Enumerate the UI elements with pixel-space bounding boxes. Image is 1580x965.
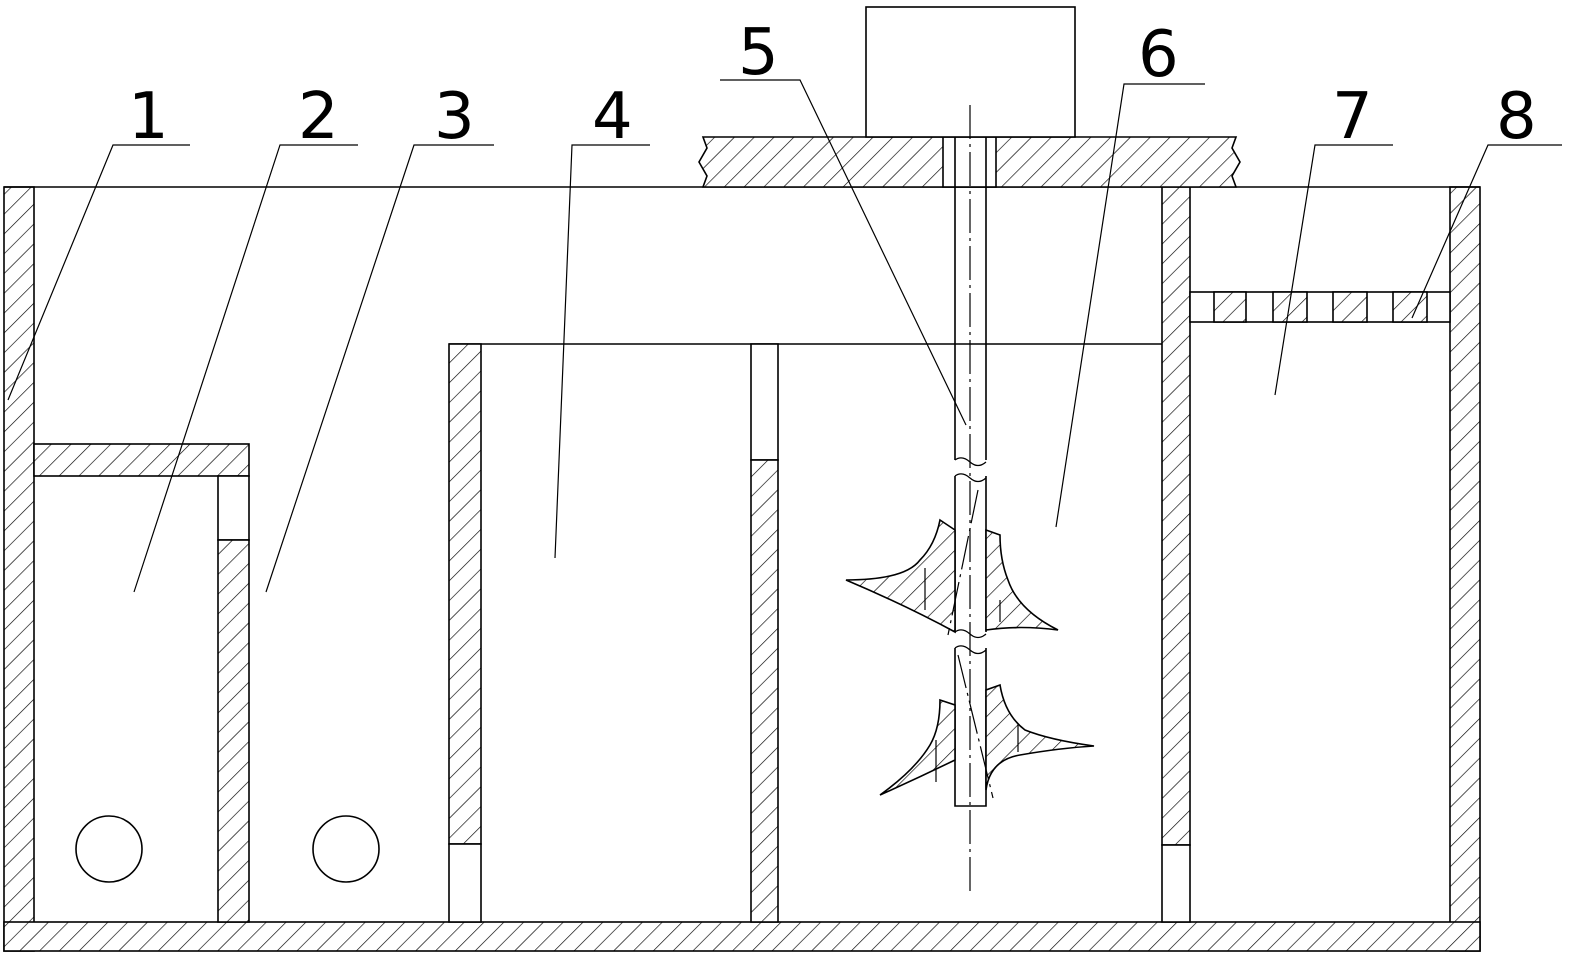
chamber-2-structure: [33, 443, 380, 923]
chamber-2-divider-wall: [217, 539, 250, 923]
stirrer-shaft-upper: [954, 137, 987, 460]
chamber-4-right-wall-opening: [750, 343, 779, 461]
chamber-4-right-wall: [750, 459, 779, 923]
right-outer-wall: [1449, 186, 1481, 952]
leader-line-2: [133, 144, 358, 593]
upper-impeller-blade: [845, 518, 1059, 634]
callout-labels: 1 2 3 4 5 6 7 8: [128, 16, 1537, 154]
callout-7: 7: [1332, 80, 1373, 154]
callout-5: 5: [738, 16, 779, 90]
chamber-6-7-divider: [1161, 186, 1191, 923]
filter-plate-segment: [1272, 291, 1308, 323]
lower-impeller-blade: [879, 683, 1095, 796]
leader-line-6: [1055, 83, 1205, 528]
filter-plate-segment: [1332, 291, 1368, 323]
outlet-port-chamber-2: [75, 815, 143, 883]
impeller-axis-line: [957, 654, 994, 799]
leader-line-7: [1274, 144, 1393, 396]
leader-line-8: [1411, 144, 1562, 319]
impeller-axis-line: [947, 489, 979, 636]
chamber-6-right-wall: [1161, 186, 1191, 846]
chamber-2-divider-gap: [217, 475, 250, 541]
chamber-2-cover-plate: [33, 443, 250, 477]
filter-plate-segment: [1213, 291, 1247, 323]
chamber-6-right-wall-opening: [1161, 844, 1191, 923]
callout-6: 6: [1138, 18, 1179, 92]
leader-line-3: [265, 144, 494, 593]
left-outer-wall: [3, 186, 35, 952]
leader-line-4: [554, 144, 650, 559]
leader-lines: [7, 79, 1562, 593]
chamber-4-left-wall: [448, 343, 482, 845]
outlet-port-chamber-3: [312, 815, 380, 883]
stirrer-assembly: [845, 105, 1095, 895]
chamber-4-left-wall-opening: [448, 843, 482, 923]
callout-1: 1: [128, 80, 169, 154]
tank-bottom-wall: [3, 921, 1481, 952]
leader-line-1: [7, 144, 190, 401]
chamber-4-structure: [448, 343, 1162, 923]
perforated-filter-plate: [1189, 291, 1451, 323]
callout-4: 4: [592, 80, 633, 154]
shaft-break-line: [954, 473, 987, 483]
leader-line-5: [720, 79, 967, 426]
callout-3: 3: [434, 80, 475, 154]
callout-2: 2: [298, 80, 339, 154]
callout-8: 8: [1496, 80, 1537, 154]
